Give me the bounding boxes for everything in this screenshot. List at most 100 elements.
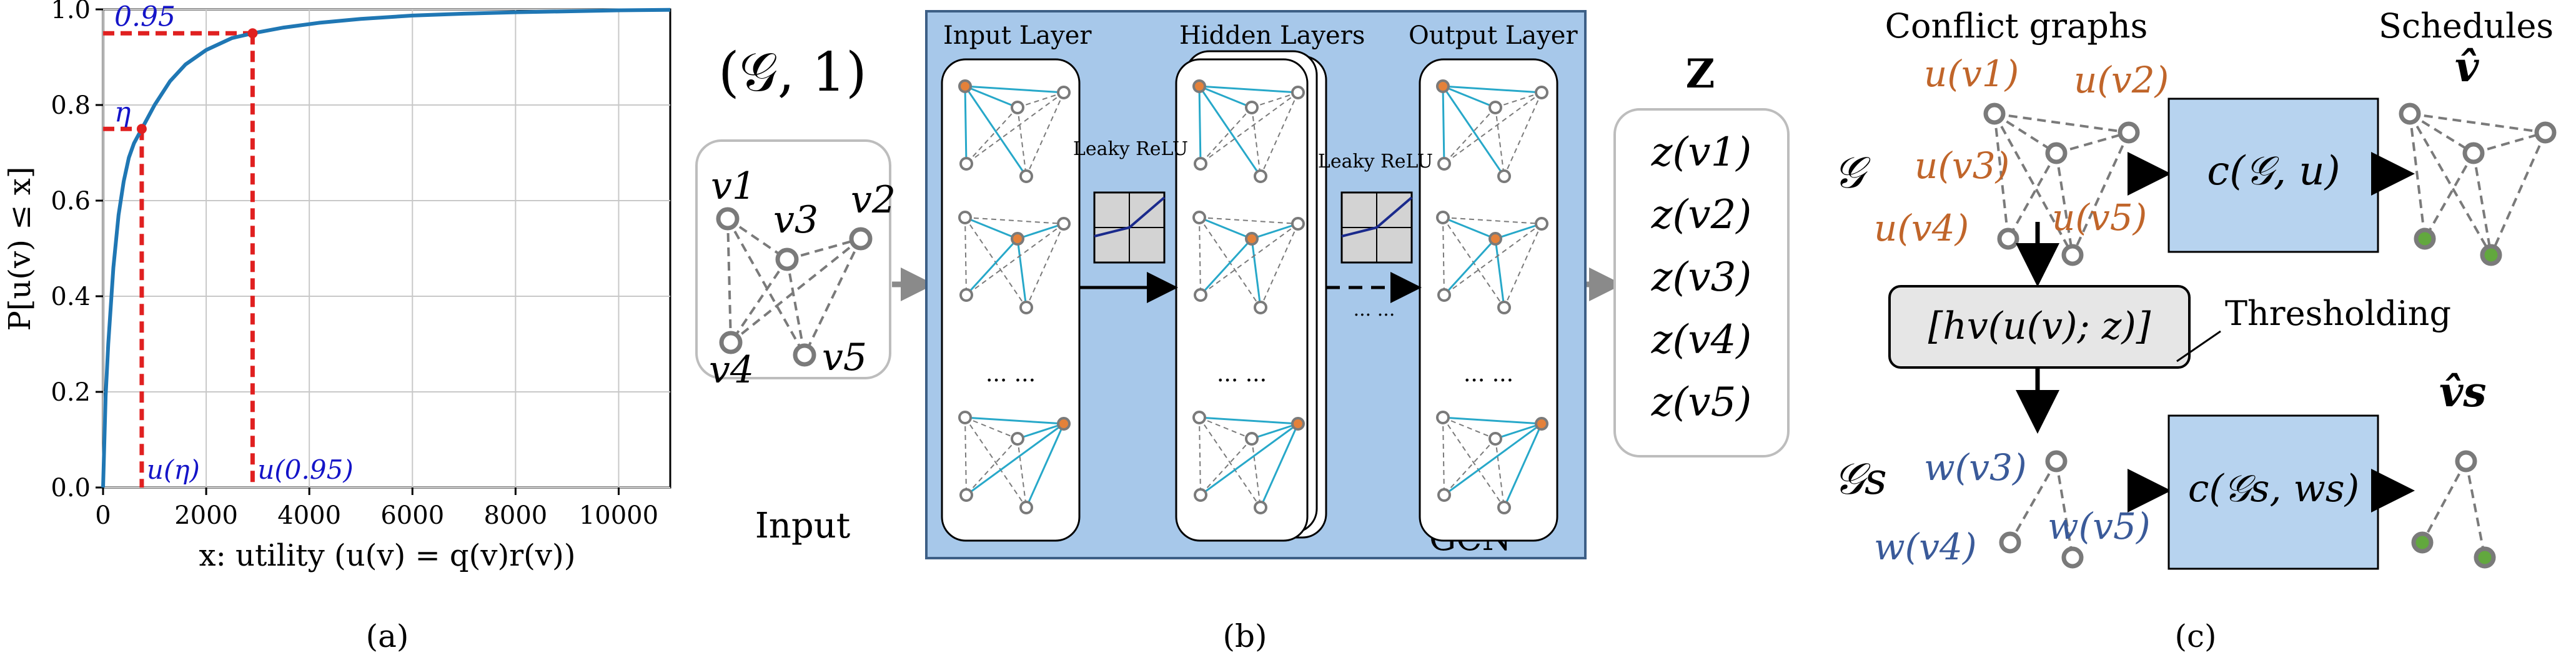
mini-graph-edge — [966, 438, 1018, 496]
label-v1: v1 — [711, 164, 756, 208]
mini-graph-edge — [1443, 238, 1497, 296]
mini-graph-edge — [1444, 223, 1542, 296]
node-v1 — [716, 207, 740, 231]
schedule-graph-bottom — [2411, 450, 2496, 569]
activation-label-2: Leaky ReLU — [1318, 151, 1433, 172]
scheduled-node-v5 — [2480, 244, 2502, 266]
mini-graph-node — [1057, 417, 1071, 431]
mini-graph-node — [1019, 501, 1033, 514]
mini-graph-edge — [1442, 85, 1496, 109]
mini-graph-node — [1489, 232, 1502, 246]
mini-graph-node — [1489, 101, 1502, 114]
cdf-series-line — [101, 8, 671, 488]
mini-graph-node — [1436, 411, 1450, 424]
mini-graph-node — [1245, 101, 1259, 114]
mini-graph-edge — [964, 85, 1018, 109]
scheduler-box-top — [2167, 98, 2379, 253]
mini-graph-edge — [1199, 85, 1252, 109]
y-axis-label: P[u(v) ≤ x] — [2, 166, 37, 331]
marker-x-label: u(0.95) — [257, 454, 353, 485]
marker-points: ηu(η)0.95u(0.95) — [114, 1, 354, 485]
label-v4: v4 — [709, 348, 754, 392]
threshold-markers — [103, 31, 255, 488]
scheduler-box-bottom — [2167, 414, 2379, 570]
mini-graph-edge — [1503, 92, 1542, 177]
mini-graph-node — [1019, 301, 1033, 314]
y-tick-label: 1.0 — [51, 0, 91, 24]
label-v5: v5 — [822, 336, 867, 379]
mini-graph-node — [1437, 488, 1451, 502]
mini-graph-edge — [964, 86, 1028, 177]
threshold-label: Thresholding — [2225, 294, 2451, 333]
mini-graph-node — [1497, 301, 1511, 314]
input-layer-card — [941, 58, 1081, 542]
panel-c-caption: (c) — [2174, 618, 2216, 654]
panel-c-scheduling-diagram: Conflict graphs Schedules v̂ u(v1) — [1833, 6, 2557, 654]
activation-text-1: Leaky ReLU — [1073, 138, 1188, 160]
activation-label-1: Leaky ReLU — [1073, 138, 1188, 160]
mini-graph-node — [1437, 157, 1451, 171]
mini-graph-edge — [1199, 216, 1252, 240]
w-label-v5: w(v5) — [2048, 505, 2151, 548]
mini-graph-edge — [1198, 86, 1202, 164]
mini-graph-edge — [1199, 238, 1253, 296]
mini-graph-edge — [1260, 92, 1299, 177]
u-label-v1: u(v1) — [1924, 52, 2019, 95]
mini-graph-edge — [1200, 92, 1299, 164]
mini-graph-edge — [1199, 217, 1201, 296]
w-label-v4: w(v4) — [1874, 526, 1977, 568]
y-tick-label: 0.2 — [51, 378, 91, 407]
grid-lines — [102, 9, 670, 488]
u-label-v2: u(v2) — [2074, 59, 2169, 101]
mini-graph-edge — [1442, 416, 1542, 425]
mini-graph-node — [1245, 432, 1259, 446]
marker-y-label: 0.95 — [114, 1, 176, 32]
mini-graph-node — [958, 79, 972, 93]
mini-graph-edge — [964, 217, 1064, 224]
x-tick-label: 10000 — [579, 501, 658, 530]
mini-graph-edge — [1259, 423, 1299, 508]
mini-graph-edge — [964, 416, 1064, 425]
mini-graph-node — [1011, 101, 1024, 114]
mini-graph-node — [1194, 488, 1207, 502]
y-tick-label: 0.6 — [51, 187, 91, 216]
y-tick-label: 0.8 — [51, 91, 91, 120]
u-label-v4: u(v4) — [1874, 207, 1969, 249]
mini-graph-edge — [1251, 238, 1262, 308]
mini-graph-edge — [1503, 423, 1543, 508]
mini-graph-node — [959, 288, 973, 302]
hidden-chain-ellipsis: ... ... — [1354, 299, 1395, 321]
layer-title-input: Input Layer — [943, 21, 1092, 50]
mini-graph-edge — [1251, 222, 1299, 240]
mini-graph-edge — [1251, 422, 1299, 440]
title-conflict-graphs: Conflict graphs — [1885, 6, 2148, 46]
marker-x-label: u(η) — [147, 454, 200, 485]
mini-graph-edge — [1017, 222, 1064, 240]
mini-graph-edge — [1442, 86, 1445, 164]
mini-graph-node — [959, 157, 973, 171]
mini-graph-edge — [1199, 416, 1299, 425]
x-tick-label: 8000 — [483, 501, 547, 530]
mini-graph-edge — [1017, 438, 1027, 508]
mini-graph-edge — [964, 86, 968, 164]
schedule-bottom-symbol: v̂s — [2439, 368, 2487, 416]
mini-graph-edge — [1494, 238, 1505, 308]
y-tick-label: 0.4 — [51, 282, 91, 311]
mini-graph-node — [1254, 301, 1267, 314]
mini-graph-edge — [1495, 107, 1505, 177]
sub-scheduled-node-v5 — [2474, 546, 2496, 569]
mini-graph-node — [1497, 169, 1511, 183]
u-label-v3: u(v3) — [1915, 144, 2009, 187]
mini-graph-edge — [1444, 438, 1496, 496]
graph-symbol: 𝒢 — [1833, 147, 1871, 198]
output-z-v5: z(v5) — [1651, 379, 1752, 426]
marker-point — [136, 124, 147, 134]
mini-graph-edge — [964, 417, 967, 496]
panel-a-caption: (a) — [366, 618, 409, 654]
mini-graph-node — [1291, 217, 1305, 231]
mini-graph-edge — [1442, 417, 1496, 439]
node-v3 — [775, 248, 799, 271]
mini-graph-edge — [1200, 107, 1252, 164]
scheduler-bottom-label: c(𝒢s, ws) — [2188, 467, 2359, 511]
